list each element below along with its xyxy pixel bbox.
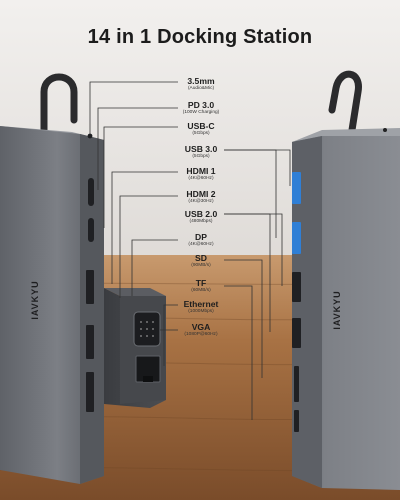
port-spec: (5Gbps) bbox=[192, 153, 210, 159]
leader-lines-left bbox=[89, 81, 178, 366]
port-spec: (4K@30Hz) bbox=[188, 198, 214, 204]
port-label-3-5mm: 3.5mm (Audio&Mic) bbox=[176, 77, 226, 91]
audio-jack bbox=[87, 133, 93, 139]
usb3-port-2 bbox=[292, 222, 301, 254]
port-label-tf: TF (60MB/s) bbox=[176, 279, 226, 293]
port-label-pd: PD 3.0 (100W Charging) bbox=[176, 101, 226, 115]
port-name: TF bbox=[195, 278, 207, 288]
pd-port bbox=[88, 178, 94, 206]
port-name: USB 2.0 bbox=[184, 209, 218, 219]
hdmi2-port bbox=[86, 325, 94, 359]
port-name: Ethernet bbox=[183, 299, 219, 309]
port-label-usb3: USB 3.0 (5Gbps) bbox=[176, 145, 226, 159]
dp-port bbox=[86, 372, 94, 412]
port-spec: (480Mbps) bbox=[189, 218, 213, 224]
port-label-hdmi2: HDMI 2 (4K@30Hz) bbox=[176, 190, 226, 204]
port-name: HDMI 1 bbox=[186, 166, 216, 176]
port-name: 3.5mm bbox=[187, 76, 215, 86]
port-spec: (5Gbps) bbox=[192, 130, 210, 136]
dock-module-top bbox=[104, 288, 166, 296]
port-spec: (Audio&Mic) bbox=[187, 85, 215, 91]
port-spec: (4K@60Hz) bbox=[188, 241, 214, 247]
vga-pins bbox=[140, 321, 154, 337]
sd-slot bbox=[294, 366, 299, 402]
port-spec: (90MB/s) bbox=[191, 262, 211, 268]
port-spec: (1080P@60Hz) bbox=[184, 331, 218, 337]
port-name: PD 3.0 bbox=[187, 100, 215, 110]
left-hub-ports bbox=[86, 133, 94, 412]
port-label-hdmi1: HDMI 1 (4K@60Hz) bbox=[176, 167, 226, 181]
port-label-usb-c: USB-C (5Gbps) bbox=[176, 122, 226, 136]
brand-logo-left: IAVKYU bbox=[30, 280, 40, 319]
port-name: DP bbox=[195, 232, 207, 242]
port-label-sd: SD (90MB/s) bbox=[176, 254, 226, 268]
port-spec: (1000Mbps) bbox=[188, 308, 214, 314]
port-label-ethernet: Ethernet (1000Mbps) bbox=[176, 300, 226, 314]
left-hub-body bbox=[0, 126, 104, 484]
usb2-port-1 bbox=[292, 272, 301, 302]
right-hub-led bbox=[383, 128, 387, 132]
ethernet-port-clip bbox=[143, 376, 153, 382]
usb2-port-2 bbox=[292, 318, 301, 348]
left-hub-cable bbox=[40, 73, 78, 138]
right-hub-ports bbox=[292, 172, 301, 432]
usb-c-port bbox=[88, 218, 94, 242]
port-label-usb2: USB 2.0 (480Mbps) bbox=[176, 210, 226, 224]
port-name: USB 3.0 bbox=[184, 144, 218, 154]
port-name: SD bbox=[195, 253, 207, 263]
right-hub-cable bbox=[328, 70, 362, 134]
tf-slot bbox=[294, 410, 299, 432]
port-name: VGA bbox=[191, 322, 211, 332]
usb3-port-1 bbox=[292, 172, 301, 204]
port-label-dp: DP (4K@60Hz) bbox=[176, 233, 226, 247]
port-spec: (100W Charging) bbox=[182, 109, 220, 115]
page-title: 14 in 1 Docking Station bbox=[87, 26, 313, 48]
port-spec: (4K@60Hz) bbox=[188, 175, 214, 181]
port-spec: (60MB/s) bbox=[191, 287, 211, 293]
leader-lines-right bbox=[224, 149, 291, 420]
port-name: USB-C bbox=[187, 121, 215, 131]
port-label-vga: VGA (1080P@60Hz) bbox=[176, 323, 226, 337]
hdmi1-port bbox=[86, 270, 94, 304]
brand-logo-right: IAVKYU bbox=[332, 290, 342, 329]
port-name: HDMI 2 bbox=[186, 189, 216, 199]
